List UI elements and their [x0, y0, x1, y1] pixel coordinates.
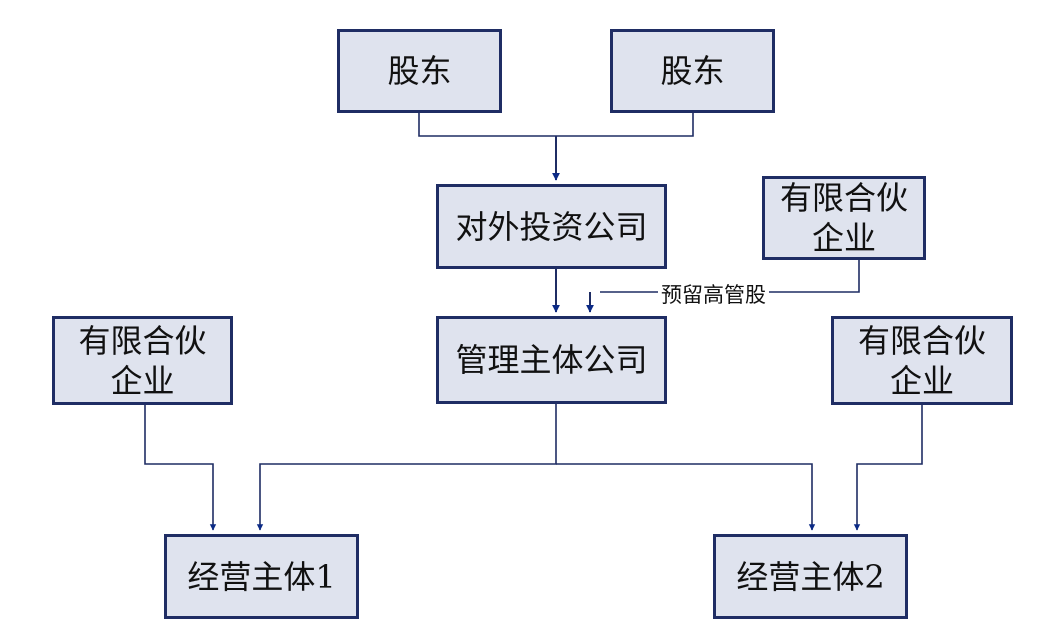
edge-management-split — [256, 403, 557, 531]
operating-entity-1-label: 经营主体1 — [187, 557, 336, 596]
limited-partnership-box-right: 有限合伙 企业 — [831, 316, 1013, 405]
operating-entity-1-box: 经营主体1 — [164, 534, 359, 619]
shareholder-label-1: 股东 — [387, 52, 452, 90]
operating-entity-2-box: 经营主体2 — [713, 534, 908, 619]
limited-partnership-label-top-right: 有限合伙 企业 — [779, 179, 908, 257]
edge-shareholders-merge — [418, 112, 694, 137]
reserved-management-shares-label: 预留高管股 — [658, 279, 769, 309]
outbound-investment-company-label: 对外投资公司 — [455, 207, 648, 246]
limited-partnership-box-left: 有限合伙 企业 — [52, 316, 233, 405]
shareholder-label-2: 股东 — [660, 52, 725, 90]
outbound-investment-company-box: 对外投资公司 — [436, 184, 667, 269]
shareholder-box-2: 股东 — [610, 29, 775, 113]
edge-lp-right-to-entity2 — [853, 404, 923, 531]
limited-partnership-label-left: 有限合伙 企业 — [78, 321, 207, 400]
management-company-box: 管理主体公司 — [436, 316, 667, 404]
shareholder-box-1: 股东 — [337, 29, 502, 113]
management-company-label: 管理主体公司 — [455, 341, 648, 379]
limited-partnership-label-right: 有限合伙 企业 — [857, 321, 986, 400]
operating-entity-2-label: 经营主体2 — [736, 557, 885, 596]
edge-lp-left-to-entity1 — [144, 404, 217, 531]
edge-management-to-entity2 — [556, 463, 816, 531]
limited-partnership-box-top-right: 有限合伙 企业 — [762, 176, 926, 260]
